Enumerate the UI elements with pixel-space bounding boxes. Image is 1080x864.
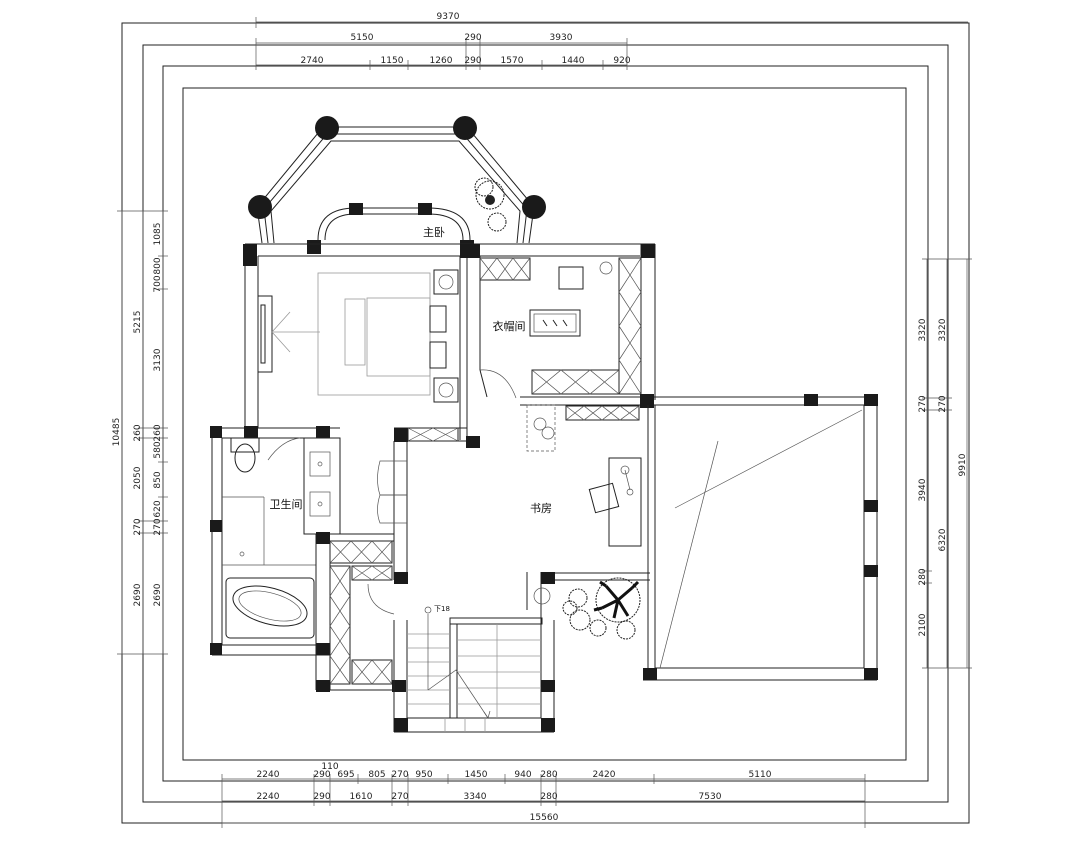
- storage-cabinets: [315, 532, 406, 692]
- dim-bot-r1-7: 940: [514, 770, 531, 780]
- dim-bot-r1-3: 805: [368, 770, 385, 780]
- dim-bot-r1-9: 2420: [593, 770, 616, 780]
- outer-frame-1: [121, 22, 970, 824]
- dim-left-i-2: 700: [153, 275, 163, 292]
- dim-top-r3-0: 2740: [301, 56, 324, 66]
- dim-left-o-4: 2690: [133, 583, 143, 606]
- dim-top-overall: 9370: [437, 12, 460, 22]
- dim-bottom-overall: 15560: [530, 813, 559, 823]
- dim-left-i-3: 3130: [153, 348, 163, 371]
- room-label-closet: 衣帽间: [493, 319, 526, 333]
- dim-left-i-5: 580: [153, 441, 163, 458]
- dim-left-o-3: 270: [133, 518, 143, 535]
- dim-left-i-7: 620: [153, 500, 163, 517]
- dim-bot-r2-0: 2240: [257, 792, 280, 802]
- dim-bot-r2-2: 1610: [350, 792, 373, 802]
- top-dimension-lines: [255, 17, 968, 70]
- dim-right-i-2: 3940: [918, 478, 928, 501]
- tv-cabinet: [257, 295, 320, 373]
- walk-in-closet: [479, 244, 656, 400]
- dim-left-o-2: 2050: [133, 466, 143, 489]
- dim-top-r2-0: 5150: [351, 33, 374, 43]
- dim-left-i-8: 270: [153, 518, 163, 535]
- dim-bot-r2-4: 3340: [464, 792, 487, 802]
- dim-bot-r1-6: 1450: [465, 770, 488, 780]
- dim-bot-r1-4: 270: [391, 770, 408, 780]
- dim-bot-r1-1: 290: [313, 770, 330, 780]
- bathroom: [210, 426, 341, 656]
- dim-top-r3-4: 1570: [501, 56, 524, 66]
- dim-right-o-2: 6320: [938, 528, 948, 551]
- dim-top-r3-6: 920: [613, 56, 630, 66]
- dim-left-overall: 10485: [112, 418, 122, 447]
- dim-bot-r2-1: 290: [313, 792, 330, 802]
- dim-left-i-0: 1085: [153, 223, 163, 246]
- dim-bot-r2-3: 270: [391, 792, 408, 802]
- dim-right-o-0: 3320: [938, 318, 948, 341]
- dim-left-i-6: 850: [153, 471, 163, 488]
- bed: [317, 269, 459, 403]
- dim-right-overall: 9910: [958, 453, 968, 476]
- dim-right-i-4: 2100: [918, 613, 928, 636]
- bottom-dimension-lines: [221, 774, 866, 828]
- dim-bot-r1-0: 2240: [257, 770, 280, 780]
- staircase: [393, 606, 555, 733]
- room-label-bathroom: 卫生间: [270, 497, 303, 511]
- master-bedroom-walls: [243, 243, 655, 440]
- dim-bot-r2-6: 7530: [699, 792, 722, 802]
- dim-left-o-1: 260: [133, 424, 143, 441]
- dim-top-r3-1: 1150: [381, 56, 404, 66]
- dim-left-i-9: 2690: [153, 583, 163, 606]
- dim-bot-r1-2: 695: [337, 770, 354, 780]
- dim-top-r2-2: 3930: [550, 33, 573, 43]
- dim-top-r3-5: 1440: [562, 56, 585, 66]
- outer-frame-3: [162, 65, 929, 782]
- dim-bot-r1-10: 5110: [749, 770, 772, 780]
- room-label-master-bedroom: 主卧: [423, 226, 445, 239]
- dim-bot-r1-8: 280: [540, 770, 557, 780]
- bay-window: [248, 116, 546, 254]
- dim-left-i-4: 260: [153, 424, 163, 441]
- right-dimension-lines: [922, 258, 972, 669]
- outer-frame-4: [182, 87, 907, 761]
- dim-right-i-0: 3320: [918, 318, 928, 341]
- dim-left-i-1: 800: [153, 257, 163, 274]
- dim-top-r2-1: 290: [464, 33, 481, 43]
- dim-right-i-3: 280: [918, 568, 928, 585]
- dim-bot-r2-5: 280: [540, 792, 557, 802]
- stair-direction-note: 下18: [434, 605, 450, 613]
- tree-icon: [562, 577, 641, 640]
- study-room: [367, 394, 655, 620]
- dim-left-o-0: 5215: [133, 311, 143, 334]
- dim-top-r3-3: 290: [464, 56, 481, 66]
- terrace: [643, 394, 878, 681]
- plant-icon: [474, 177, 507, 232]
- dim-bottom-extra: 110: [321, 762, 338, 772]
- dim-bot-r1-5: 950: [415, 770, 432, 780]
- dim-right-i-1: 270: [918, 395, 928, 412]
- dim-top-r3-2: 1260: [430, 56, 453, 66]
- room-label-study: 书房: [530, 502, 552, 515]
- dim-right-o-1: 270: [938, 395, 948, 412]
- left-dimension-lines: [117, 210, 168, 655]
